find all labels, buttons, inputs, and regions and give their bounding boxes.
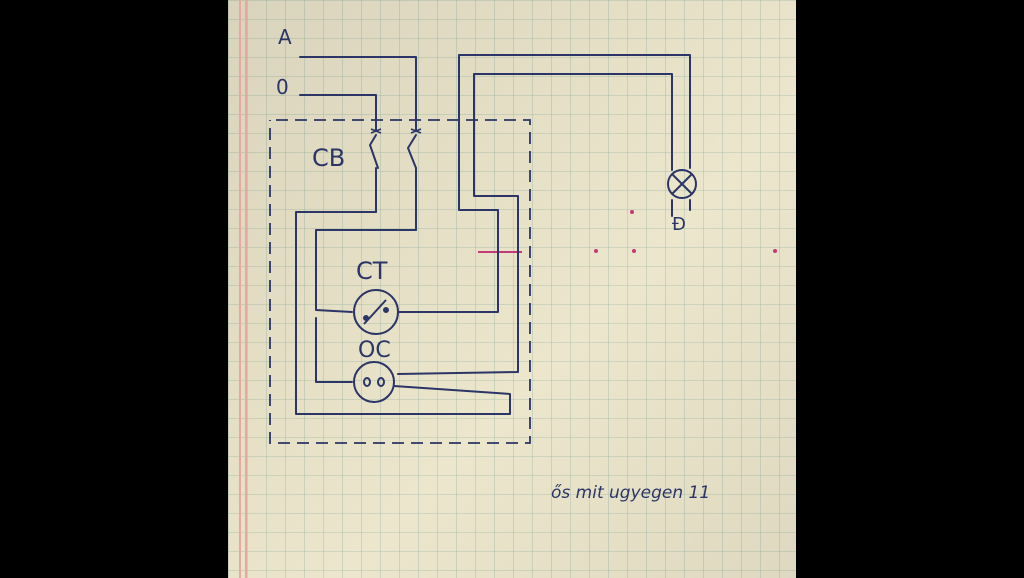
circuit-breaker-label: CB	[312, 144, 345, 172]
ct-outlet-label: CT	[356, 257, 388, 285]
pink-marks	[478, 210, 777, 253]
breaker-pole-marks	[370, 128, 422, 134]
ct-outlet-symbol	[353, 289, 399, 335]
oc-outlet-label: OC	[358, 338, 391, 363]
lamp-symbol	[667, 169, 697, 199]
oc-outlet-symbol	[353, 361, 395, 403]
neutral-label: 0	[276, 75, 289, 99]
lamp-label: Đ	[672, 214, 686, 235]
dashed-enclosure	[269, 119, 531, 444]
wiring	[295, 54, 691, 415]
paper-shading	[228, 0, 796, 578]
phase-label: A	[278, 25, 292, 49]
handwritten-note: ős mit ugyegen 11	[551, 483, 710, 503]
